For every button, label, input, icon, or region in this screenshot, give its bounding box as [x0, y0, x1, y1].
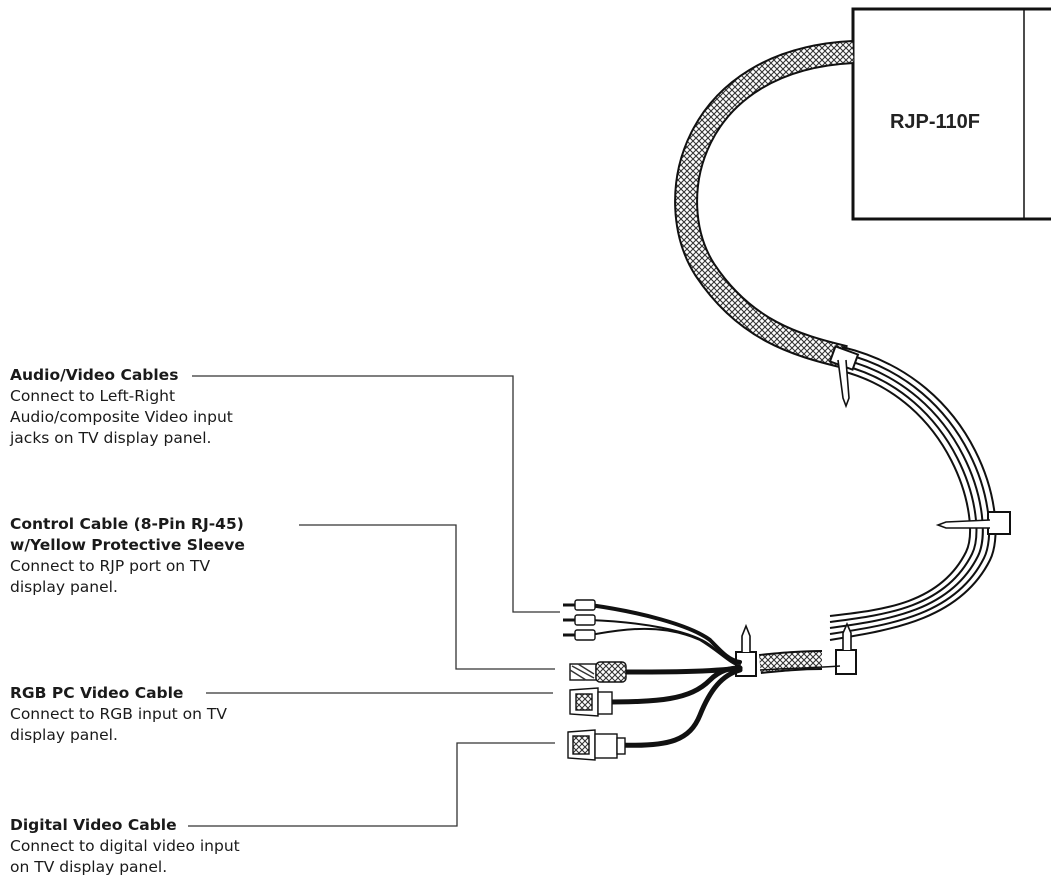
leader-audio-video — [192, 375, 560, 613]
callout-desc-line: Connect to digital video input — [10, 837, 240, 855]
rca-connectors — [563, 599, 596, 641]
leader-digital — [188, 742, 555, 827]
cable-bundle — [829, 346, 997, 641]
callout-title: Control Cable (8-Pin RJ-45) — [10, 515, 244, 533]
leader-control — [299, 524, 555, 670]
cable-tie-3 — [835, 622, 857, 675]
callout-title: Audio/Video Cables — [10, 366, 179, 384]
callout-desc-line: Audio/composite Video input — [10, 408, 233, 426]
callout-desc-line: Connect to Left-Right — [10, 387, 176, 405]
callout-desc-line: display panel. — [10, 726, 118, 744]
callout-digital-video: Digital Video Cable Connect to digital v… — [10, 815, 240, 878]
rj45-connector — [569, 661, 627, 683]
vga-connector — [569, 687, 613, 717]
rjp-unit: RJP-110F — [851, 7, 1051, 221]
callout-desc-line: jacks on TV display panel. — [10, 429, 212, 447]
callout-desc-line: display panel. — [10, 578, 118, 596]
braided-sleeve — [674, 40, 854, 369]
callout-audio-video: Audio/Video Cables Connect to Left-Right… — [10, 365, 233, 449]
callout-rgb-pc-video: RGB PC Video Cable Connect to RGB input … — [10, 683, 227, 746]
cable-tie-1 — [828, 345, 860, 409]
braided-sleeve-short — [759, 650, 841, 674]
callout-title-line2: w/Yellow Protective Sleeve — [10, 536, 245, 554]
callout-desc-line: on TV display panel. — [10, 858, 168, 876]
callout-control-cable: Control Cable (8-Pin RJ-45) w/Yellow Pro… — [10, 514, 245, 598]
breakout-cables — [588, 603, 743, 748]
leader-lines — [188, 375, 560, 827]
callout-title: RGB PC Video Cable — [10, 684, 184, 702]
cable-tie-2 — [935, 511, 1011, 535]
callout-desc-line: Connect to RGB input on TV — [10, 705, 227, 723]
unit-label: RJP-110F — [890, 111, 980, 133]
callout-title: Digital Video Cable — [10, 816, 177, 834]
callout-desc-line: Connect to RJP port on TV — [10, 557, 211, 575]
dvi-connector — [567, 729, 626, 761]
